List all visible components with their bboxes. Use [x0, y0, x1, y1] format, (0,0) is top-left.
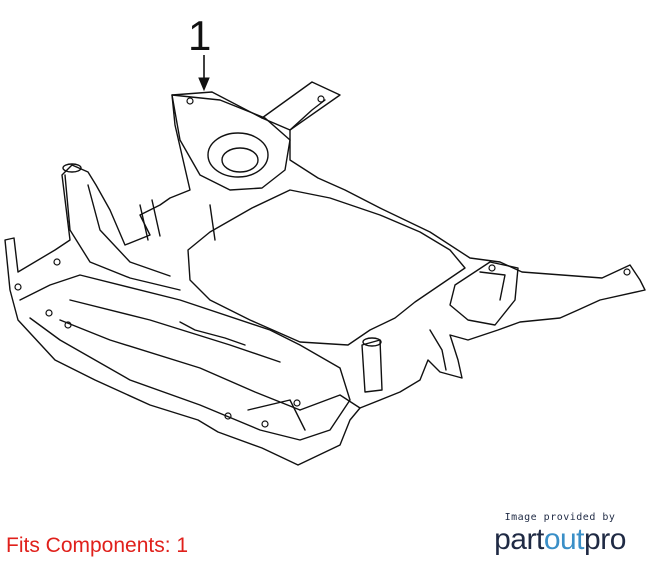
bolt-hole — [261, 420, 269, 428]
logo-pro: pro — [584, 523, 626, 556]
bolt-hole — [224, 412, 232, 420]
bolt-hole — [186, 97, 194, 105]
callout-arrow-head — [198, 77, 210, 92]
bolt-hole — [64, 321, 72, 329]
bolt-hole — [623, 268, 631, 276]
subframe-diagram: 1 — [4, 12, 646, 466]
fits-components-label: Fits Components: 1 — [6, 534, 189, 557]
callout-number: 1 — [188, 12, 211, 59]
inner-opening — [187, 189, 466, 346]
callout-1: 1 — [188, 12, 211, 92]
bolt-hole — [488, 264, 496, 272]
front-crossmember — [19, 274, 351, 441]
bolt-hole — [45, 309, 53, 317]
bolt-hole — [317, 95, 325, 103]
bolt-holes — [14, 95, 631, 428]
image-credit: Image provided by partoutpro — [480, 512, 640, 556]
subframe-drawing — [4, 81, 646, 466]
mount-bowl — [207, 132, 269, 178]
partoutpro-logo: partoutpro — [480, 524, 640, 556]
logo-out: out — [543, 523, 585, 556]
bolt-hole — [293, 399, 301, 407]
frame-outline — [4, 81, 646, 466]
bolt-hole — [14, 283, 22, 291]
bolt-hole — [53, 258, 61, 266]
right-mount — [449, 261, 519, 326]
credit-caption: Image provided by — [504, 512, 616, 523]
rear-mount — [171, 94, 291, 191]
logo-part: part — [494, 523, 544, 556]
left-rail — [64, 174, 181, 291]
